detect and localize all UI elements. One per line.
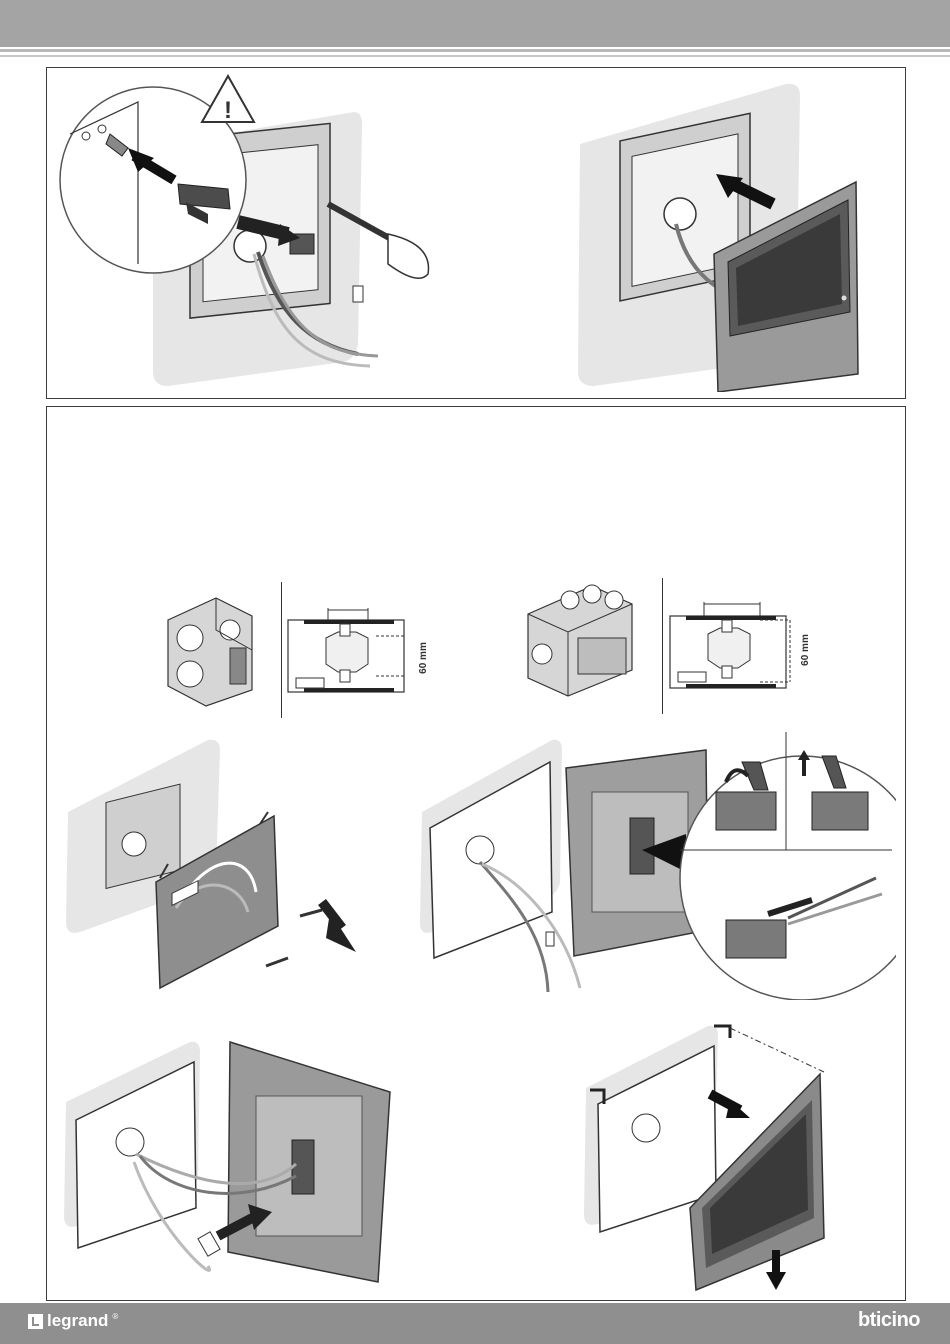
legrand-logo: legrand ® (28, 1311, 118, 1331)
registered-mark: ® (112, 1312, 118, 1321)
figure-connect-monitor (60, 1036, 400, 1294)
warning-icon: ! (224, 97, 232, 124)
figure-terminal-wiring (416, 732, 896, 1000)
bticino-logo: bticino (858, 1309, 920, 1332)
legrand-wordmark: legrand (47, 1311, 108, 1331)
header-rule (0, 49, 950, 52)
header-rule-thin (0, 55, 950, 57)
figure-round-box (160, 590, 260, 710)
figure-plate-large: 60 mm (668, 598, 818, 698)
figure-rect-box (520, 580, 640, 698)
footer-bar (0, 1303, 950, 1344)
divider (662, 578, 663, 714)
header-bar (0, 0, 950, 47)
dimension-label: 60 mm (800, 634, 811, 666)
figure-plate-small: 60 mm (286, 602, 436, 702)
figure-mount-monitor (568, 74, 868, 392)
divider (281, 582, 282, 718)
figure-screw-plate (60, 732, 360, 1002)
legrand-mark-icon (28, 1314, 43, 1329)
figure-remove-clips: ! (58, 74, 458, 392)
dimension-label: 60 mm (418, 642, 429, 674)
figure-final-mount (580, 1018, 844, 1294)
